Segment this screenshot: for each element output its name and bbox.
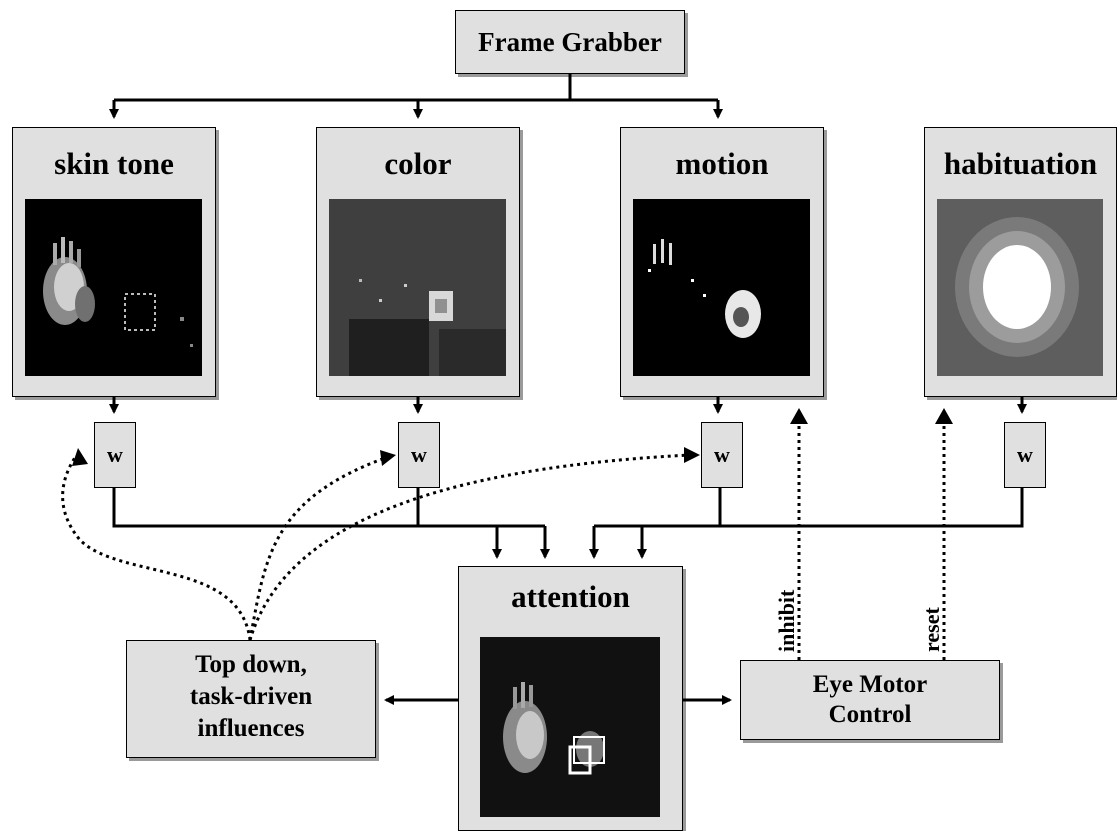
topdown-color-arrowhead	[380, 450, 396, 466]
inhibit-arrowhead	[790, 408, 808, 424]
topdown-to-skin	[61, 455, 252, 641]
weight-label: w	[411, 442, 427, 467]
habituation-label: habituation	[943, 146, 1098, 181]
habituation-image	[937, 199, 1103, 376]
eye-motor-control-box: Eye Motor Control	[740, 660, 1000, 740]
reset-arrowhead	[935, 408, 953, 424]
color-image	[329, 199, 506, 376]
topdown-skin-arrowhead	[72, 448, 88, 466]
reset-label: reset	[919, 607, 944, 652]
color-box: color	[316, 127, 520, 397]
weight-box-habituation: w	[1004, 422, 1046, 488]
weight-label: w	[107, 442, 123, 467]
motion-label: motion	[675, 146, 769, 181]
skin-tone-label: skin tone	[54, 146, 174, 181]
skin-tone-box: skin tone	[12, 127, 216, 397]
topdown-to-motion	[248, 453, 691, 641]
weight-box-color: w	[398, 422, 440, 488]
weight-label: w	[1017, 442, 1033, 467]
habituation-box: habituation	[924, 127, 1117, 397]
attention-box: attention	[458, 566, 683, 831]
frame-grabber-label: Frame Grabber	[478, 27, 662, 57]
weight-box-skin: w	[94, 422, 136, 488]
weight-label: w	[714, 442, 730, 467]
right-weight-bus	[594, 488, 1024, 528]
top-down-line3: influences	[197, 715, 305, 742]
top-down-box: Top down, task-driven influences	[126, 640, 376, 758]
weight-box-motion: w	[701, 422, 743, 488]
top-down-line2: task-driven	[189, 683, 313, 710]
attention-image	[480, 637, 660, 817]
left-weight-bus	[112, 488, 545, 528]
frame-grabber-box: Frame Grabber	[455, 10, 685, 74]
motion-image	[633, 199, 810, 376]
color-label: color	[384, 146, 452, 181]
topdown-motion-arrowhead	[684, 447, 700, 463]
attention-label: attention	[511, 579, 630, 614]
eye-motor-line2: Control	[828, 701, 912, 728]
eye-motor-line1: Eye Motor	[812, 671, 928, 698]
top-down-line1: Top down,	[195, 651, 307, 678]
topdown-to-color	[248, 456, 386, 641]
inhibit-label: inhibit	[774, 589, 799, 652]
skin-tone-image	[25, 199, 202, 376]
motion-box: motion	[620, 127, 824, 397]
